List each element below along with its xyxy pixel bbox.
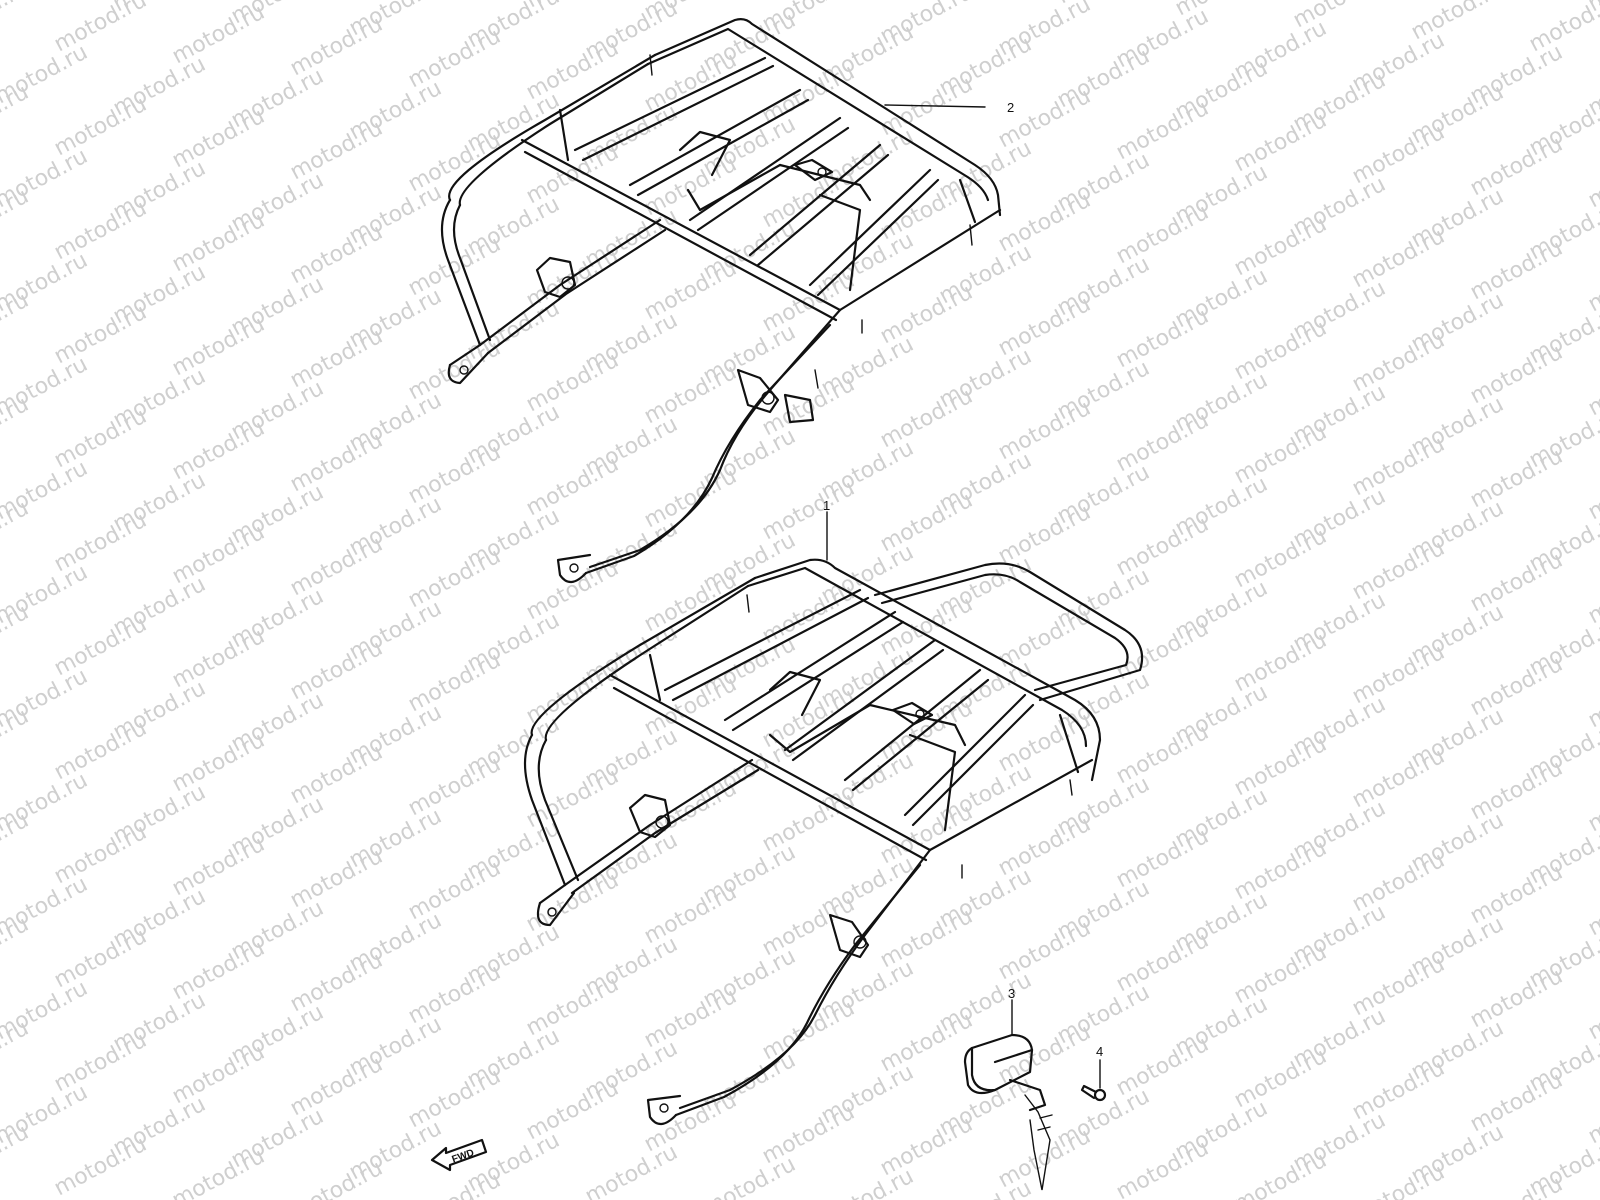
callout-2: 2 [1007, 100, 1014, 115]
watermark-text: motod.ru [50, 1132, 151, 1200]
watermark-text: motod.ru [1584, 352, 1600, 421]
watermark-text: motod.ru [817, 1164, 918, 1200]
watermark-text: motod.ru [1584, 872, 1600, 941]
watermark-text: motod.ru [1230, 1148, 1331, 1200]
watermark-text: motod.ru [935, 1176, 1036, 1200]
bolt [1080, 1059, 1107, 1102]
watermark-text: motod.ru [1466, 1172, 1567, 1200]
watermark-text: motod.ru [581, 1140, 682, 1200]
watermark-text: motod.ru [1584, 560, 1600, 629]
fwd-arrow-icon [430, 1138, 488, 1172]
watermark-text: motod.ru [1584, 248, 1600, 317]
watermark-text: motod.ru [1584, 664, 1600, 733]
carrier-rack-lower [523, 511, 1144, 1126]
watermark-text: motod.ru [1584, 976, 1600, 1045]
watermark-text: motod.ru [1584, 1080, 1600, 1149]
watermark-text: motod.ru [0, 0, 33, 45]
watermark-text: motod.ru [168, 1144, 269, 1200]
watermark-text: motod.ru [1584, 456, 1600, 525]
watermark-text: motod.ru [1584, 144, 1600, 213]
lock-assembly [963, 999, 1053, 1191]
fwd-badge: FWD [430, 1138, 488, 1172]
callout-1: 1 [823, 498, 830, 513]
watermark-text: motod.ru [1112, 1136, 1213, 1200]
carrier-rack-upper [440, 18, 1002, 584]
watermark-text: motod.ru [286, 1156, 387, 1200]
watermark-text: motod.ru [1525, 0, 1600, 57]
callout-4: 4 [1096, 1044, 1103, 1059]
callout-3: 3 [1008, 986, 1015, 1001]
watermark-text: motod.ru [1584, 768, 1600, 837]
watermark-text: motod.ru [1348, 1160, 1449, 1200]
watermark-text: motod.ru [699, 1152, 800, 1200]
watermark-text: motod.ru [404, 1168, 505, 1200]
